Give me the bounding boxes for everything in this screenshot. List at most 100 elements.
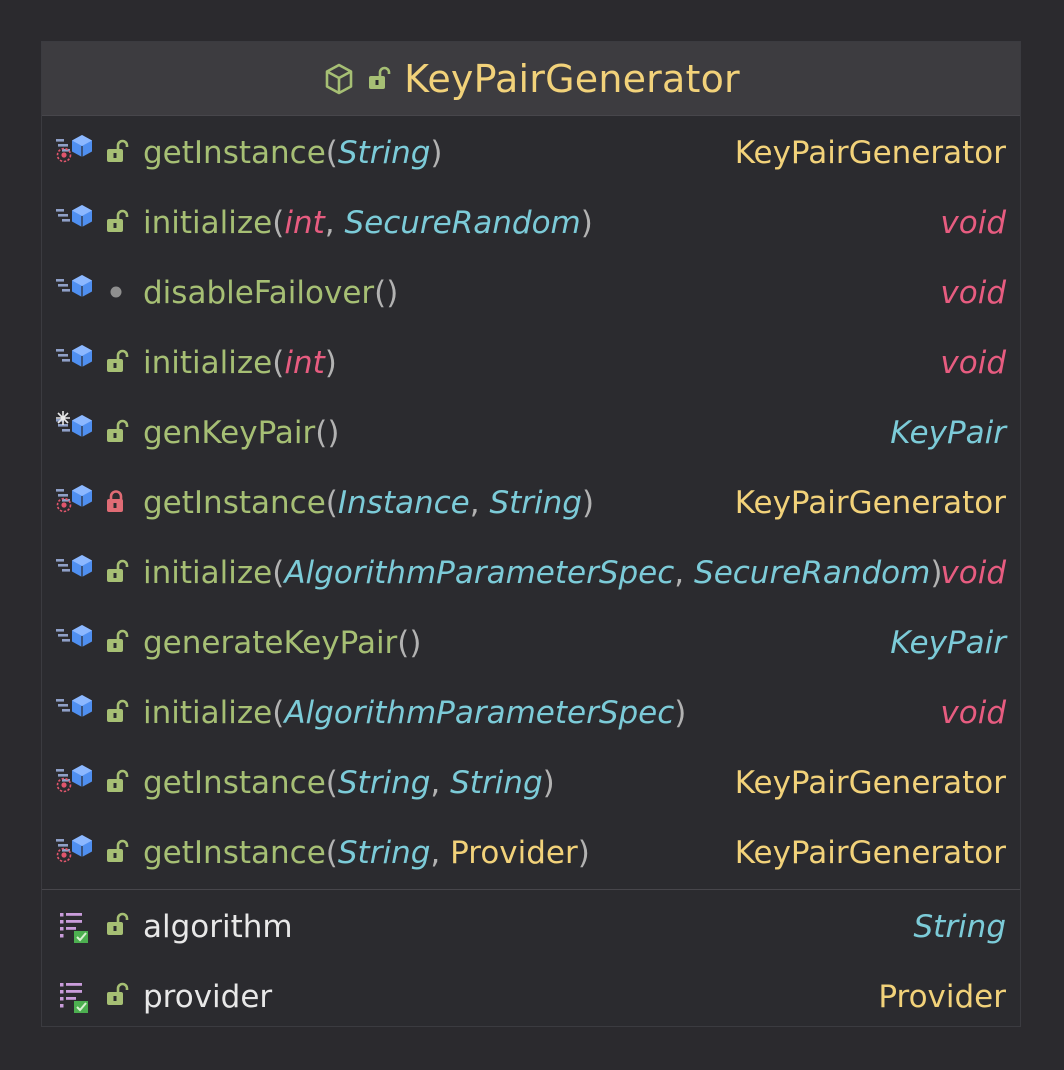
method-signature: getInstance(Instance, String) [143,485,594,521]
method-row[interactable]: getInstance(String) KeyPairGenerator [42,118,1020,188]
method-name: initialize [143,695,273,731]
comma: , [469,485,490,521]
method-signature: disableFailover() [143,275,398,311]
method-icons [54,818,134,888]
package-dot-icon [104,279,130,305]
open-paren: ( [272,695,285,731]
field-icon [57,977,101,1017]
method-name: initialize [143,345,273,381]
open-paren: ( [325,135,338,171]
method-row[interactable]: disableFailover() void [42,258,1020,328]
method-icons [54,398,134,468]
return-type: void [940,275,1006,311]
param-type: Provider [450,835,578,871]
return-type: KeyPairGenerator [734,485,1006,521]
method-row[interactable]: getInstance(String, String)KeyPairGenera… [42,748,1020,818]
class-title: KeyPairGenerator [404,56,740,101]
method-row[interactable]: getInstance(String, Provider) KeyPairGene… [42,818,1020,888]
close-paren: ) [581,485,595,521]
public-lock-icon [104,559,130,585]
class-icon [322,62,356,96]
method-signature: getInstance(String, String) [143,765,555,801]
open-paren: ( [325,835,338,871]
close-paren: ) [542,765,555,801]
close-paren: ) [577,835,590,871]
open-paren: ( [397,625,410,661]
method-signature: initialize(int, SecureRandom) [143,205,593,241]
param-type: int [284,345,325,381]
param-type: SecureRandom [694,555,931,591]
class-header[interactable]: KeyPairGenerator [42,42,1020,116]
return-type: void [940,555,1006,591]
field-row[interactable]: provider Provider [42,962,1020,1032]
method-signature: initialize(AlgorithmParameterSpec) [143,695,686,731]
method-icons [54,188,134,258]
method-icons [54,608,134,678]
method-name: getInstance [143,485,326,521]
field-type: String [913,909,1006,945]
return-type: void [940,695,1006,731]
public-lock-icon [366,66,392,92]
public-lock-icon [104,139,130,165]
close-paren: ) [386,275,399,311]
section-divider [42,889,1020,890]
method-row[interactable]: genKeyPair()KeyPair [42,398,1020,468]
method-row[interactable]: initialize(AlgorithmParameterSpec, Secur… [42,538,1020,608]
method-row[interactable]: generateKeyPair()KeyPair [42,608,1020,678]
return-type: KeyPairGenerator [734,135,1006,171]
close-paren: ) [430,135,443,171]
field-icons [54,962,134,1032]
method-name: disableFailover [143,275,375,311]
param-type: String [337,765,431,801]
method-icons [54,748,134,818]
param-type: Instance [337,485,470,521]
open-paren: ( [325,485,338,521]
open-paren: ( [272,205,285,241]
method-name: initialize [143,555,273,591]
method-signature: initialize(AlgorithmParameterSpec, Secur… [143,555,942,591]
static-method-icon [54,831,98,871]
method-row[interactable]: getInstance(Instance, String) KeyPairGene… [42,468,1020,538]
public-lock-icon [104,912,130,938]
private-lock-icon [104,489,130,515]
static-method-icon [54,481,98,521]
public-lock-icon [104,349,130,375]
open-paren: ( [315,415,328,451]
field-row[interactable]: algorithm String [42,892,1020,962]
field-type: Provider [878,979,1006,1015]
field-name: provider [143,979,273,1015]
method-signature: getInstance(String, Provider) [143,835,590,871]
public-lock-icon [104,629,130,655]
open-paren: ( [325,765,338,801]
method-row[interactable]: initialize(AlgorithmParameterSpec) void [42,678,1020,748]
method-row[interactable]: initialize(int, SecureRandom)void [42,188,1020,258]
param-type: String [450,765,543,801]
field-name: algorithm [143,909,293,945]
close-paren: ) [674,695,687,731]
param-type: String [489,485,582,521]
public-lock-icon [104,839,130,865]
method-icons [54,328,134,398]
method-icons [54,118,134,188]
method-icon [54,621,98,661]
method-name: getInstance [143,135,326,171]
public-lock-icon [104,769,130,795]
return-type: KeyPair [890,415,1006,451]
return-type: KeyPairGenerator [734,835,1006,871]
open-paren: ( [272,345,285,381]
close-paren: ) [930,555,943,591]
param-type: String [337,135,431,171]
method-icon [54,341,98,381]
method-row[interactable]: initialize(int)void [42,328,1020,398]
param-type: AlgorithmParameterSpec [284,695,675,731]
comma: , [430,835,451,871]
close-paren: ) [324,345,337,381]
method-name: generateKeyPair [143,625,398,661]
param-type: AlgorithmParameterSpec [284,555,675,591]
method-icon [54,271,98,311]
close-paren: ) [327,415,340,451]
method-icons [54,538,134,608]
method-icons [54,678,134,748]
param-type: String [337,835,431,871]
param-type: int [284,205,325,241]
